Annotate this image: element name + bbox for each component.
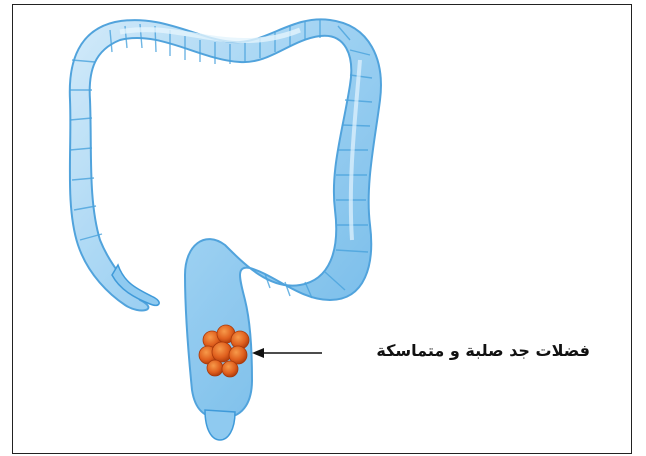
- rectum: [205, 410, 235, 440]
- annotation-label: فضلات جد صلبة و متماسكة: [322, 341, 590, 360]
- arrow-left-icon: [252, 348, 322, 358]
